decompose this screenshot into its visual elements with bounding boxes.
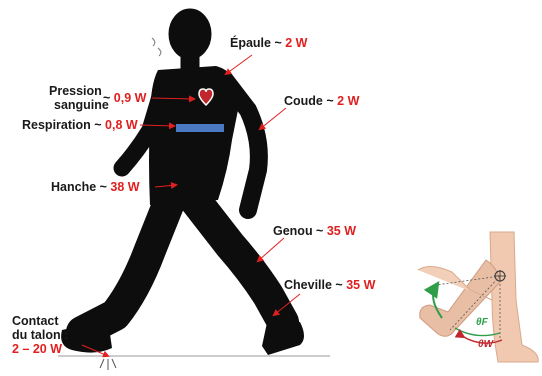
heel-contact-label: Contact du talon : 2 – 20 W [12, 314, 68, 356]
elbow-arrow [260, 108, 286, 129]
knee-label: Genou ~ 35 W [273, 224, 356, 238]
hip-label: Hanche ~ 38 W [51, 180, 140, 194]
theta-f-label: θF [476, 316, 488, 330]
shoulder-arrow [226, 55, 252, 74]
blood-pressure-value: ~ 0,9 W [103, 91, 146, 105]
breath-lines [152, 38, 161, 56]
ankle-label: Cheville ~ 35 W [284, 278, 375, 292]
impact-marks [100, 359, 116, 370]
shoulder-label: Épaule ~ 2 W [230, 36, 307, 50]
respiration-band [176, 124, 224, 132]
blood-pressure-label: Pression sanguine [49, 84, 109, 112]
theta-w-label: θW [478, 338, 493, 352]
elbow-label: Coude ~ 2 W [284, 94, 359, 108]
knee-arrow [258, 238, 284, 261]
respiration-label: Respiration ~ 0,8 W [22, 118, 138, 132]
